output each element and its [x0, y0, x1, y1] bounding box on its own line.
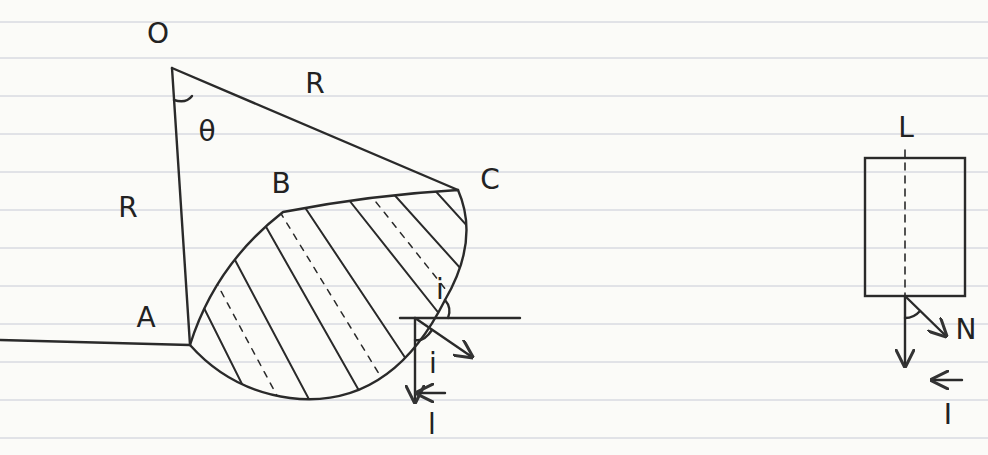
- point-label: A: [136, 304, 155, 332]
- vector-label: I: [944, 401, 952, 429]
- angle-arc: [905, 311, 920, 318]
- point-label: C: [480, 166, 500, 194]
- lens-outline: [190, 190, 466, 399]
- hatching-dashed: [215, 192, 470, 420]
- point-label: O: [147, 20, 169, 48]
- angle-label: θ: [198, 118, 215, 146]
- base-line: [0, 340, 190, 345]
- length-label: R: [305, 70, 324, 98]
- direction-arrow: [932, 379, 962, 381]
- radius-line: [172, 68, 190, 345]
- axis-line: [904, 150, 906, 296]
- normal-arrow: [905, 296, 946, 336]
- radius-line: [172, 68, 458, 190]
- point-label: L: [898, 114, 914, 142]
- angle-arc: [445, 300, 449, 318]
- force-arrow: [904, 296, 906, 366]
- hatching: [200, 185, 480, 420]
- point-label: B: [271, 170, 290, 198]
- ruled-lines: [0, 22, 988, 438]
- angle-label: i: [429, 350, 437, 378]
- block-rect: [865, 158, 965, 296]
- vector-label: N: [956, 316, 977, 344]
- angle-arc: [415, 330, 432, 340]
- direction-arrow: [417, 392, 445, 394]
- force-arrow: [414, 318, 416, 402]
- length-label: R: [118, 194, 137, 222]
- angle-label: i: [436, 276, 444, 304]
- angle-arc: [174, 96, 192, 101]
- normal-arrow: [415, 318, 472, 357]
- vector-label: l: [428, 411, 436, 439]
